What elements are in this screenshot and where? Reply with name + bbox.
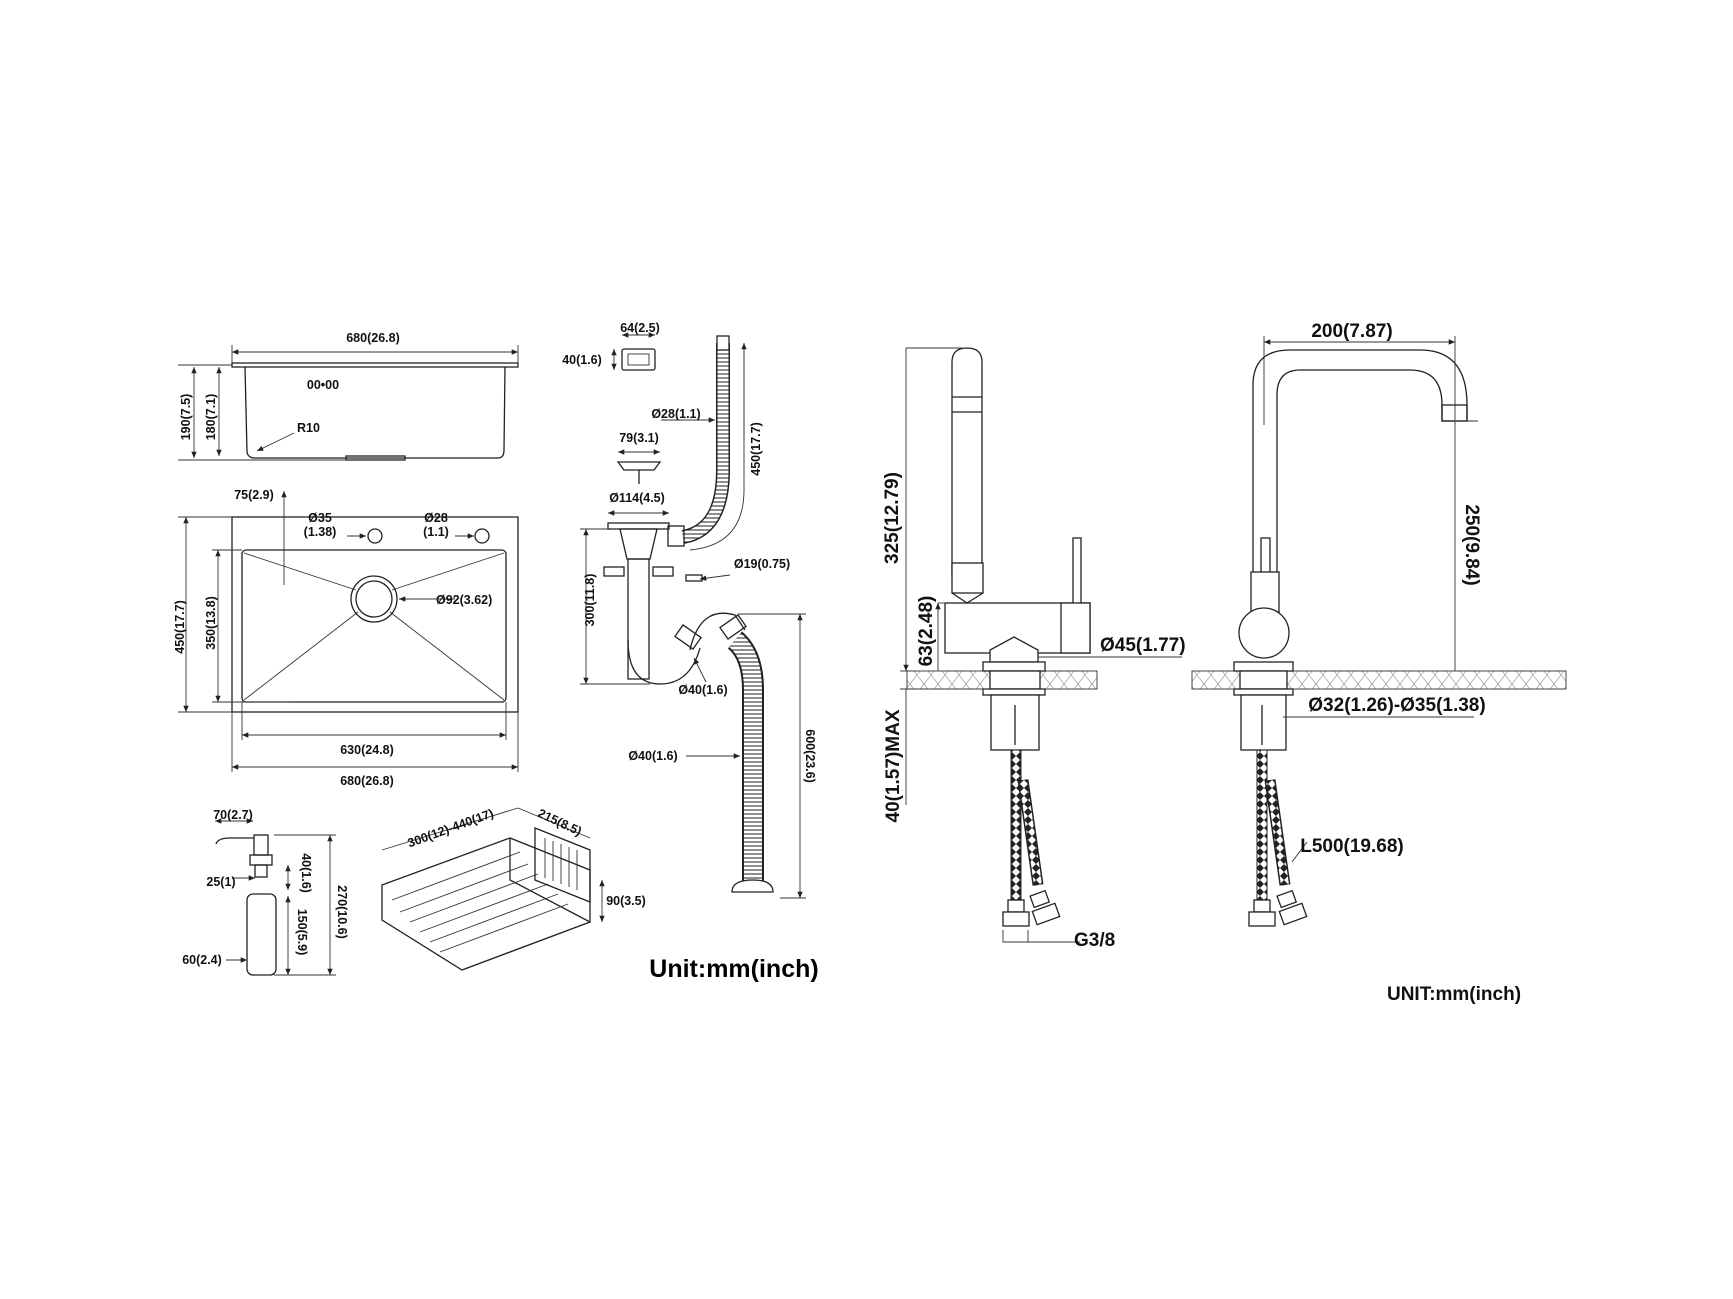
hole2-diameter-label: Ø28: [424, 511, 448, 525]
basket-diameter-label: 79(3.1): [619, 431, 659, 445]
drain-kit: 64(2.5) 40(1.6) Ø28(1.1) 450(17.7) 79(3.…: [562, 321, 817, 899]
faucet-front-view: 200(7.87) 250(9.84) Ø32(1.26)-Ø35(1.38) …: [1233, 321, 1486, 927]
neck-label: 25(1): [206, 875, 235, 889]
offset-label: 75(2.9): [234, 488, 274, 502]
spout-length-label: 70(2.7): [213, 808, 253, 822]
bottle-diameter-label: 60(2.4): [182, 953, 222, 967]
strainer-diameter-label: Ø114(4.5): [609, 491, 665, 505]
drain-diameter-label: Ø92(3.62): [436, 593, 492, 607]
sink-depth-label: 180(7.1): [204, 394, 218, 441]
base-diameter-label: Ø45(1.77): [1100, 635, 1186, 656]
drain-hole: [350, 575, 398, 623]
faucet-hole: [367, 528, 383, 544]
overflow-length-label: 450(17.7): [749, 422, 763, 476]
head-height-label: 40(1.6): [299, 853, 313, 893]
thread-label: G3/8: [1074, 930, 1115, 951]
spout-height-label: 250(9.84): [1461, 504, 1482, 585]
faucet-side-view: 325(12.79) 63(2.48) 40(1.57)MAX Ø45(1.77…: [882, 347, 1186, 951]
overflow-width-label: 64(2.5): [620, 321, 660, 335]
outer-height-label: 450(17.7): [173, 600, 187, 654]
sink-total-height-label: 190(7.5): [179, 394, 193, 441]
trap-diameter-label: Ø40(1.6): [678, 683, 727, 697]
basket-width-label: 215(8.5): [536, 806, 584, 838]
basket-height-label: 90(3.5): [606, 894, 646, 908]
accessory-hole: [474, 528, 490, 544]
sink-top-view: 75(2.9) Ø35 (1.38) Ø28 (1.1) Ø92(3.62) 4…: [173, 488, 519, 788]
hose-diameter-label: Ø40(1.6): [628, 749, 677, 763]
hole1-diameter-label: Ø35: [308, 511, 332, 525]
inlet-diameter-label: Ø19(0.75): [734, 557, 790, 571]
trap-height-label: 300(11.8): [583, 574, 597, 627]
hole-diameter-label: Ø32(1.26)-Ø35(1.38): [1308, 695, 1485, 716]
basket-length-label: 300(12)-440(17): [406, 806, 496, 850]
unit-label-right: UNIT:mm(inch): [1387, 984, 1521, 1005]
sink-width-label: 680(26.8): [346, 331, 400, 345]
faucet-height-label: 325(12.79): [882, 472, 903, 564]
hole2-inch-label: (1.1): [423, 525, 449, 539]
hole1-inch-label: (1.38): [304, 525, 337, 539]
overflow-mark: 00•00: [307, 378, 339, 392]
unit-label-left: Unit:mm(inch): [649, 955, 818, 983]
overflow-hose-diameter-label: Ø28(1.1): [651, 407, 700, 421]
body-height-label: 63(2.48): [916, 596, 937, 667]
drain-basket: 300(12)-440(17) 215(8.5) 90(3.5): [381, 806, 646, 971]
inner-width-label: 630(24.8): [340, 743, 394, 757]
hose-length-label: L500(19.68): [1300, 836, 1404, 857]
total-height-label: 270(10.6): [335, 885, 349, 939]
sink-side-view: 680(26.8) 190(7.5) 180(7.1) R10 00•00: [178, 331, 519, 461]
soap-dispenser: 70(2.7) 25(1) 40(1.6) 150(5.9) 270(10.6)…: [182, 808, 349, 976]
bottle-height-label: 150(5.9): [295, 909, 309, 956]
inner-height-label: 350(13.8): [204, 596, 218, 650]
reach-label: 200(7.87): [1311, 321, 1392, 342]
radius-label: R10: [297, 421, 320, 435]
counter-thickness-label: 40(1.57)MAX: [883, 709, 904, 822]
hose-length-label: 600(23.6): [803, 729, 817, 783]
outer-width-label: 680(26.8): [340, 774, 394, 788]
overflow-height-label: 40(1.6): [562, 353, 602, 367]
